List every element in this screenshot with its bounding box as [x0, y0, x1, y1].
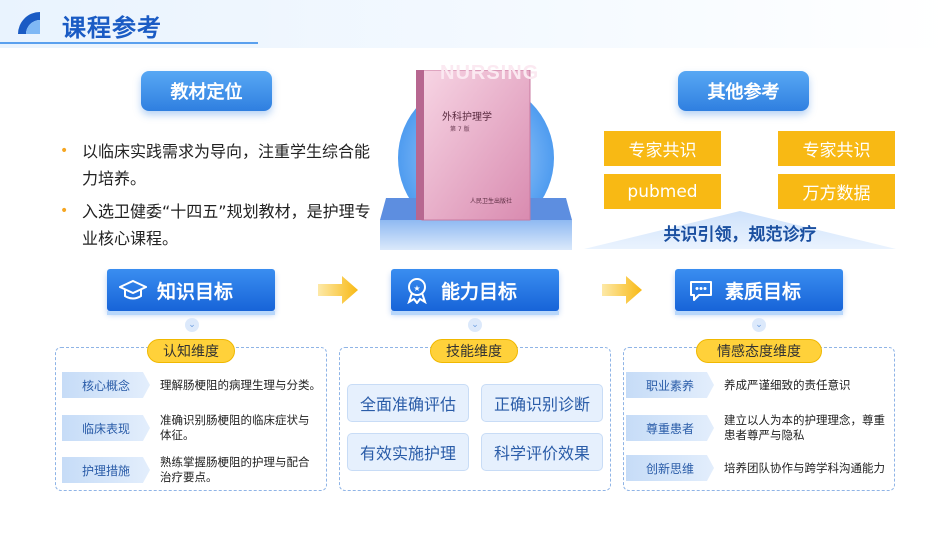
graduation-cap-icon [119, 279, 147, 300]
row-text: 理解肠梗阻的病理生理与分类。 [160, 377, 321, 392]
book-cover-word: NURSING [440, 62, 540, 84]
row-text: 准确识别肠梗阻的临床症状与体征。 [160, 413, 310, 442]
quarter-circle-logo-icon [18, 12, 40, 34]
row-tag: 创新思维 [626, 455, 714, 481]
quality-dimension-label: 情感态度维度 [696, 339, 822, 363]
chevron-down-icon: ⌄ [752, 318, 766, 332]
knowledge-dimension-label: 认知维度 [147, 339, 235, 363]
row-text: 培养团队协作与跨学科沟通能力 [724, 460, 885, 475]
skill-item: 全面准确评估 [347, 384, 469, 422]
row-text: 建立以人为本的护理理念，尊重患者尊严与隐私 [724, 413, 885, 442]
bullet-item: • 以临床实践需求为导向，注重学生综合能力培养。 [60, 138, 380, 192]
bullet-dot-icon: • [60, 143, 69, 159]
skill-item: 正确识别诊断 [481, 384, 603, 422]
arrow-right-icon [318, 276, 358, 304]
consensus-banner-shape [584, 211, 896, 249]
bullet-text: 入选卫健委“十四五”规划教材，是护理专业核心课程。 [82, 202, 371, 248]
row-tag: 核心概念 [62, 372, 150, 398]
positioning-label: 教材定位 [141, 71, 272, 111]
positioning-bullets: • 以临床实践需求为导向，注重学生综合能力培养。 • 入选卫健委“十四五”规划教… [60, 138, 380, 258]
reference-tag: 万方数据 [778, 174, 895, 209]
award-badge-icon: ★ [407, 278, 427, 304]
list-item: 临床表现 准确识别肠梗阻的临床症状与体征。 [62, 413, 324, 443]
book-edition: 第 7 版 [450, 126, 470, 133]
row-tag: 尊重患者 [626, 415, 714, 441]
chevron-down-icon: ⌄ [185, 318, 199, 332]
goal-ability: ★ 能力目标 [391, 269, 559, 315]
reference-tag: 专家共识 [778, 131, 895, 166]
bullet-item: • 入选卫健委“十四五”规划教材，是护理专业核心课程。 [60, 198, 380, 252]
skill-item: 有效实施护理 [347, 433, 469, 471]
book-title: 外科护理学 [442, 112, 492, 123]
arrow-right-icon [602, 276, 642, 304]
goal-label: 知识目标 [157, 280, 234, 303]
textbook-illustration [380, 70, 572, 250]
bullet-text: 以临床实践需求为导向，注重学生综合能力培养。 [82, 142, 371, 188]
list-item: 尊重患者 建立以人为本的护理理念，尊重患者尊严与隐私 [626, 413, 892, 443]
goal-label: 素质目标 [725, 280, 802, 303]
consensus-banner-text: 共识引领，规范诊疗 [663, 225, 817, 245]
row-text: 养成严谨细致的责任意识 [724, 377, 851, 392]
ability-dimension-label: 技能维度 [430, 339, 518, 363]
list-item: 核心概念 理解肠梗阻的病理生理与分类。 [62, 372, 324, 398]
list-item: 职业素养 养成严谨细致的责任意识 [626, 372, 892, 398]
skill-item: 科学评价效果 [481, 433, 603, 471]
row-tag: 临床表现 [62, 415, 150, 441]
row-tag: 职业素养 [626, 372, 714, 398]
list-item: 护理措施 熟练掌握肠梗阻的护理与配合治疗要点。 [62, 455, 324, 485]
reference-tag: 专家共识 [604, 131, 721, 166]
goal-label: 能力目标 [441, 280, 518, 303]
row-text: 熟练掌握肠梗阻的护理与配合治疗要点。 [160, 455, 310, 484]
row-tag: 护理措施 [62, 457, 150, 483]
reference-tag: pubmed [604, 174, 721, 209]
page-title: 课程参考 [62, 14, 162, 42]
goal-knowledge: 知识目标 [107, 269, 275, 315]
header-underline [0, 42, 258, 44]
list-item: 创新思维 培养团队协作与跨学科沟通能力 [626, 455, 892, 481]
book-publisher: 人民卫生出版社 [470, 198, 513, 205]
svg-text:★: ★ [413, 284, 420, 293]
references-label: 其他参考 [678, 71, 809, 111]
goal-quality: 素质目标 [675, 269, 843, 315]
bullet-dot-icon: • [60, 203, 69, 219]
chat-bubble-icon [690, 281, 712, 301]
header-bar: 课程参考 [0, 0, 950, 48]
chevron-down-icon: ⌄ [468, 318, 482, 332]
